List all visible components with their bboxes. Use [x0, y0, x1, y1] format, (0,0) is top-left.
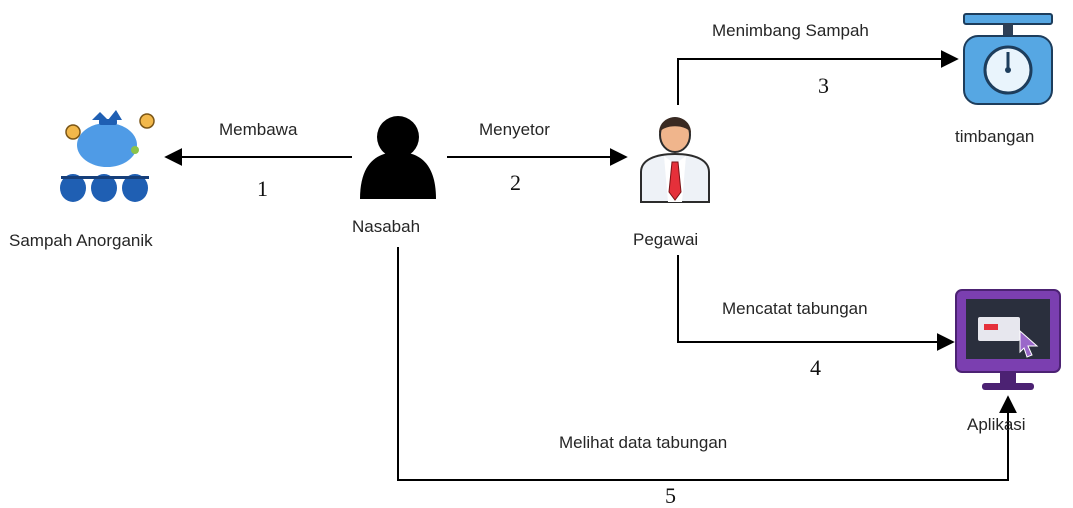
monitor-app-icon — [955, 289, 1061, 390]
person-icon — [360, 116, 436, 199]
scale-icon — [963, 13, 1053, 105]
step-number-4: 4 — [810, 355, 821, 380]
node-label-aplikasi: Aplikasi — [967, 415, 1026, 434]
edge-label-membawa: Membawa — [219, 120, 298, 139]
step-number-5: 5 — [665, 483, 676, 508]
node-label-nasabah: Nasabah — [352, 217, 421, 236]
edge-label-melihat: Melihat data tabungan — [559, 433, 728, 452]
step-number-1: 1 — [257, 176, 268, 201]
edge-mencatat-line — [677, 255, 955, 351]
edge-label-menimbang: Menimbang Sampah — [712, 21, 869, 40]
node-label-timbangan: timbangan — [955, 127, 1035, 146]
edge-label-menyetor: Menyetor — [479, 120, 550, 139]
edge-melihat-line — [397, 247, 1017, 481]
employee-icon — [640, 117, 710, 203]
node-label-pegawai: Pegawai — [633, 230, 699, 249]
step-number-3: 3 — [818, 73, 829, 98]
edge-menimbang-line — [677, 50, 959, 105]
garbage-bags-icon — [60, 110, 155, 202]
node-label-sampah: Sampah Anorganik — [9, 231, 153, 250]
edge-label-mencatat: Mencatat tabungan — [722, 299, 868, 318]
step-number-2: 2 — [510, 170, 521, 195]
